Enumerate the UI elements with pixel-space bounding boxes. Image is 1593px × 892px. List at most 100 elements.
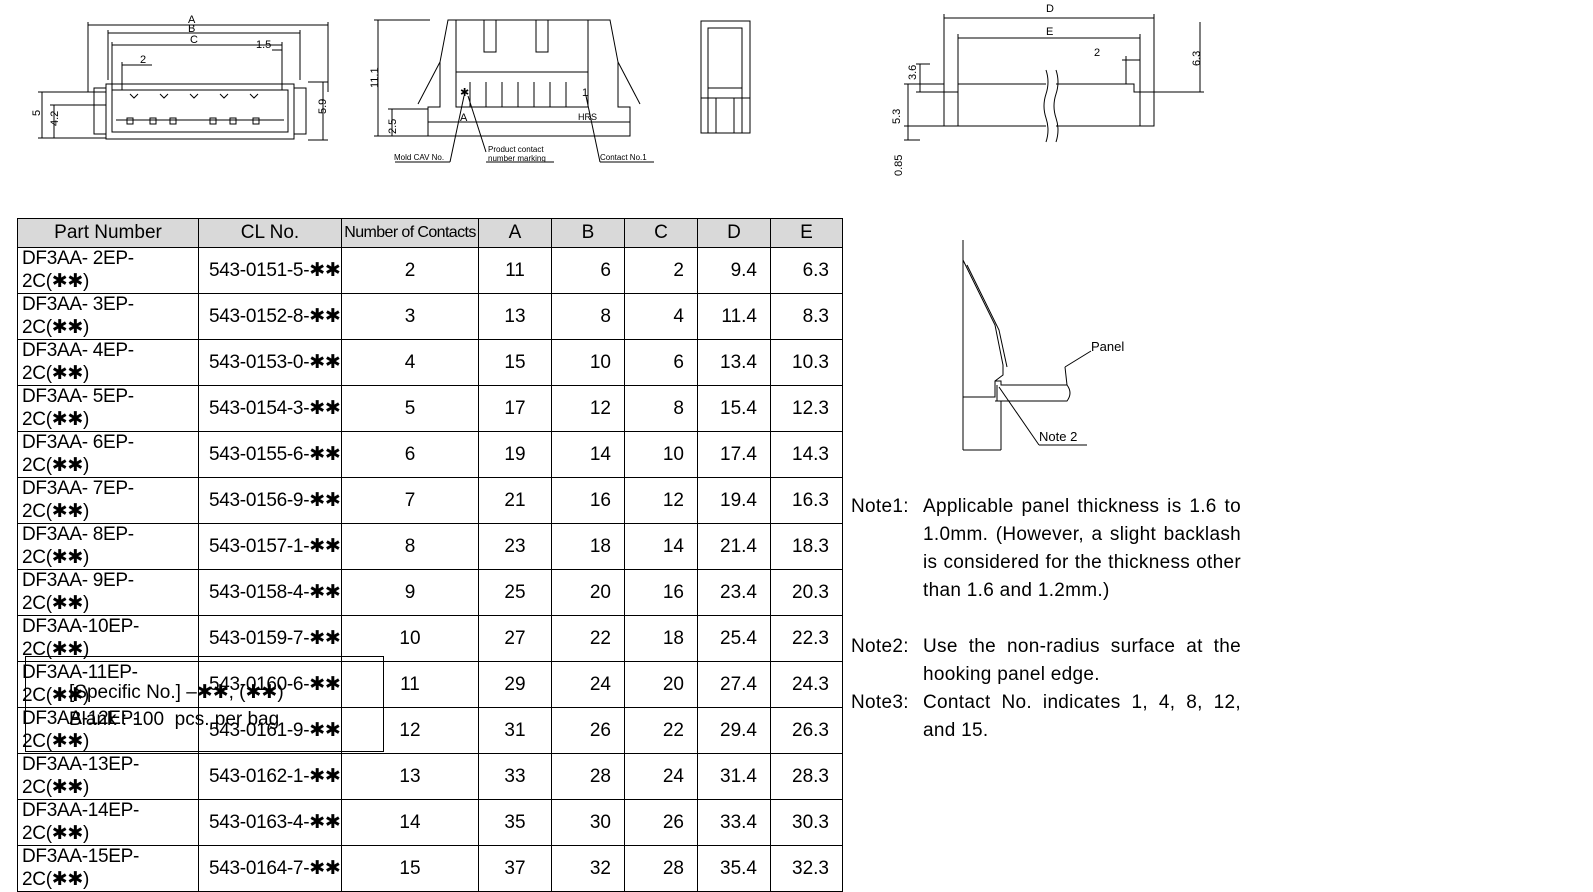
cell-c: 12	[624, 477, 698, 524]
cell-b: 28	[551, 753, 625, 800]
cell-b: 6	[551, 247, 625, 294]
cell-part-number: DF3AA- 9EP-2C(✱✱)	[17, 569, 199, 616]
detail-note2-label: Note 2	[1039, 429, 1077, 444]
callout-product-marking-1: Product contact	[488, 145, 544, 154]
header-d: D	[697, 218, 771, 248]
panel-view-drawing: D E 2 3.6 6.3 5.3 0.85	[891, 3, 1204, 176]
cell-cl-no: 543-0163-4-✱✱	[198, 799, 342, 846]
cell-contacts: 11	[341, 661, 479, 708]
cell-e: 20.3	[770, 569, 843, 616]
cell-b: 32	[551, 845, 625, 892]
note-2: Note2: Use the non-radius surface at the…	[851, 633, 1241, 689]
cell-a: 31	[478, 707, 552, 754]
cell-b: 30	[551, 799, 625, 846]
cell-b: 24	[551, 661, 625, 708]
front-dim-5: 5	[31, 110, 43, 116]
front-dim-1-5: 1.5	[256, 39, 271, 51]
cell-d: 19.4	[697, 477, 771, 524]
cell-contacts: 12	[341, 707, 479, 754]
cell-d: 9.4	[697, 247, 771, 294]
cell-part-number: DF3AA- 3EP-2C(✱✱)	[17, 293, 199, 340]
cell-part-number: DF3AA- 8EP-2C(✱✱)	[17, 523, 199, 570]
cell-e: 22.3	[770, 615, 843, 662]
cell-c: 28	[624, 845, 698, 892]
panel-dim-3-6: 3.6	[907, 65, 919, 80]
cell-c: 16	[624, 569, 698, 616]
cell-part-number: DF3AA- 6EP-2C(✱✱)	[17, 431, 199, 478]
cell-b: 18	[551, 523, 625, 570]
cell-contacts: 14	[341, 799, 479, 846]
front-dim-4-2: 4.2	[49, 111, 61, 126]
cell-b: 16	[551, 477, 625, 524]
panel-dim-e: E	[1046, 26, 1053, 38]
cell-cl-no: 543-0155-6-✱✱	[198, 431, 342, 478]
cell-part-number: DF3AA- 4EP-2C(✱✱)	[17, 339, 199, 386]
cell-c: 14	[624, 523, 698, 570]
panel-detail-drawing: Panel Note 2	[962, 240, 1124, 451]
note-3-label: Note3:	[851, 692, 909, 713]
cell-a: 11	[478, 247, 552, 294]
front-dim-c: C	[190, 34, 198, 46]
side-contact-one: 1	[582, 87, 588, 99]
cell-d: 27.4	[697, 661, 771, 708]
cell-c: 4	[624, 293, 698, 340]
header-cl-no: CL No.	[198, 218, 342, 248]
side-view-drawing: 11.1 2.5 A ✱ 1 HRS Mold CAV No. Product …	[369, 19, 654, 163]
panel-dim-d: D	[1046, 3, 1054, 15]
cell-part-number: DF3AA- 5EP-2C(✱✱)	[17, 385, 199, 432]
cell-c: 22	[624, 707, 698, 754]
cell-cl-no: 543-0151-5-✱✱	[198, 247, 342, 294]
cell-b: 20	[551, 569, 625, 616]
header-a: A	[478, 218, 552, 248]
cell-contacts: 7	[341, 477, 479, 524]
cell-contacts: 10	[341, 615, 479, 662]
side-hrs-mark: HRS	[578, 112, 597, 122]
part-number-table: Part Number CL No. Number of Contacts A …	[17, 218, 843, 892]
cell-part-number: DF3AA- 2EP-2C(✱✱)	[17, 247, 199, 294]
header-c: C	[624, 218, 698, 248]
cell-contacts: 13	[341, 753, 479, 800]
cell-a: 21	[478, 477, 552, 524]
cell-a: 17	[478, 385, 552, 432]
cell-e: 14.3	[770, 431, 843, 478]
cell-part-number: DF3AA-13EP-2C(✱✱)	[17, 753, 199, 800]
cell-e: 10.3	[770, 339, 843, 386]
cell-a: 19	[478, 431, 552, 478]
note-2-text: Use the non-radius surface at the hookin…	[923, 636, 1241, 685]
specific-number-line: [Specific No.] –✱✱, (✱✱)	[69, 682, 284, 703]
cell-d: 29.4	[697, 707, 771, 754]
cell-a: 25	[478, 569, 552, 616]
cell-c: 2	[624, 247, 698, 294]
cell-cl-no: 543-0159-7-✱✱	[198, 615, 342, 662]
specific-number-box: [Specific No.] –✱✱, (✱✱) Blank : 100 pcs…	[25, 656, 384, 752]
cell-contacts: 5	[341, 385, 479, 432]
cell-e: 26.3	[770, 707, 843, 754]
cell-b: 8	[551, 293, 625, 340]
front-view-drawing: A B C 1.5 2 5 4.2 5.9	[31, 14, 329, 141]
side-dim-2-5: 2.5	[387, 119, 399, 134]
cell-e: 18.3	[770, 523, 843, 570]
cell-contacts: 6	[341, 431, 479, 478]
cell-e: 30.3	[770, 799, 843, 846]
cell-part-number: DF3AA-15EP-2C(✱✱)	[17, 845, 199, 892]
cell-cl-no: 543-0158-4-✱✱	[198, 569, 342, 616]
cell-c: 18	[624, 615, 698, 662]
cell-d: 11.4	[697, 293, 771, 340]
cell-part-number: DF3AA-14EP-2C(✱✱)	[17, 799, 199, 846]
cell-a: 35	[478, 799, 552, 846]
cell-a: 37	[478, 845, 552, 892]
note-3: Note3: Contact No. indicates 1, 4, 8, 12…	[851, 689, 1241, 745]
panel-dim-6-3: 6.3	[1191, 51, 1203, 66]
front-dim-5-9: 5.9	[317, 99, 329, 114]
note-1: Note1: Applicable panel thickness is 1.6…	[851, 493, 1241, 633]
